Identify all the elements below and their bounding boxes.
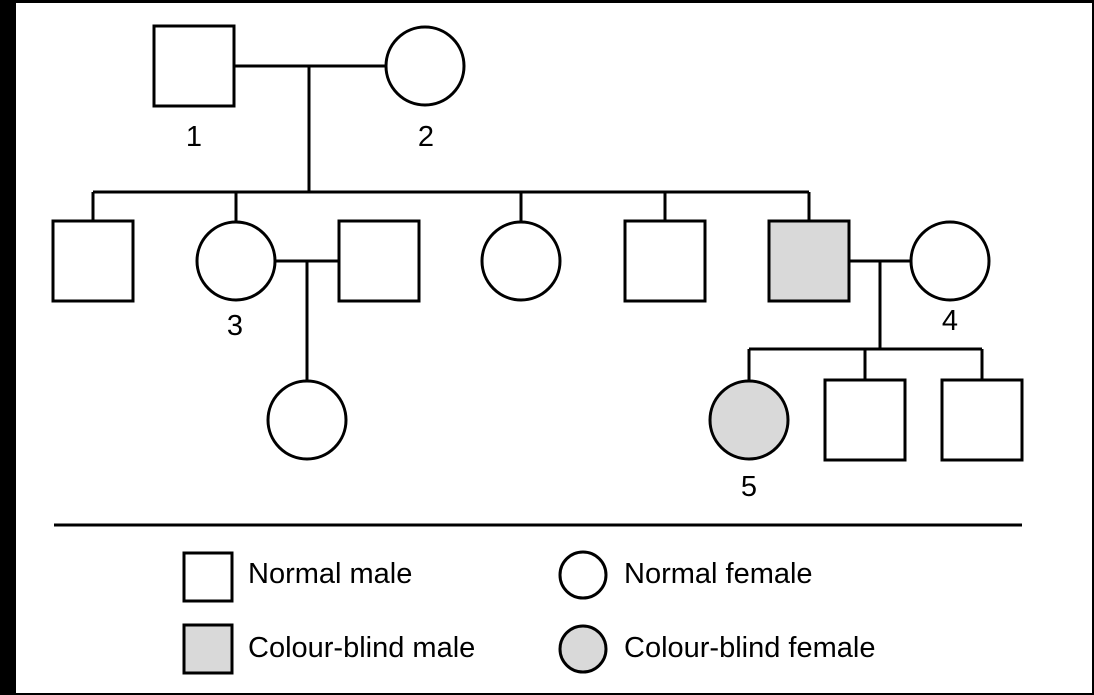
pedigree-male-gc3 bbox=[940, 378, 1024, 462]
label-individual-3: 3 bbox=[227, 310, 243, 342]
legend-colour-blind-female-symbol bbox=[558, 624, 608, 674]
legend-normal-male-symbol bbox=[182, 551, 234, 603]
pedigree-female-gc1 bbox=[266, 379, 348, 461]
pedigree-lines bbox=[91, 64, 984, 381]
pedigree-female-c3 bbox=[480, 220, 562, 302]
pedigree-female-i3 bbox=[195, 220, 277, 302]
label-individual-1: 1 bbox=[186, 121, 202, 153]
pedigree-male-c4 bbox=[623, 219, 707, 303]
pedigree-male-c5 bbox=[767, 219, 851, 303]
legend-colour-blind-male-label: Colour-blind male bbox=[248, 632, 475, 664]
pedigree-male-c1 bbox=[51, 219, 135, 303]
pedigree-female-i2 bbox=[384, 25, 466, 107]
legend: Normal male Normal female Colour-blind m… bbox=[182, 550, 875, 675]
pedigree-male-sp3 bbox=[337, 219, 421, 303]
legend-normal-male-label: Normal male bbox=[248, 558, 412, 590]
label-individual-5: 5 bbox=[741, 471, 757, 503]
pedigree-female-i4 bbox=[909, 220, 991, 302]
pedigree-female-i5 bbox=[708, 379, 790, 461]
label-individual-4: 4 bbox=[942, 305, 958, 337]
legend-colour-blind-male-symbol bbox=[182, 623, 234, 675]
legend-colour-blind-female-label: Colour-blind female bbox=[624, 632, 875, 664]
legend-normal-female-symbol bbox=[558, 550, 608, 600]
legend-normal-female-label: Normal female bbox=[624, 558, 813, 590]
label-individual-2: 2 bbox=[418, 121, 434, 153]
pedigree-male-gc2 bbox=[823, 378, 907, 462]
pedigree-symbols bbox=[51, 24, 1024, 462]
pedigree-male-i1 bbox=[152, 24, 236, 108]
